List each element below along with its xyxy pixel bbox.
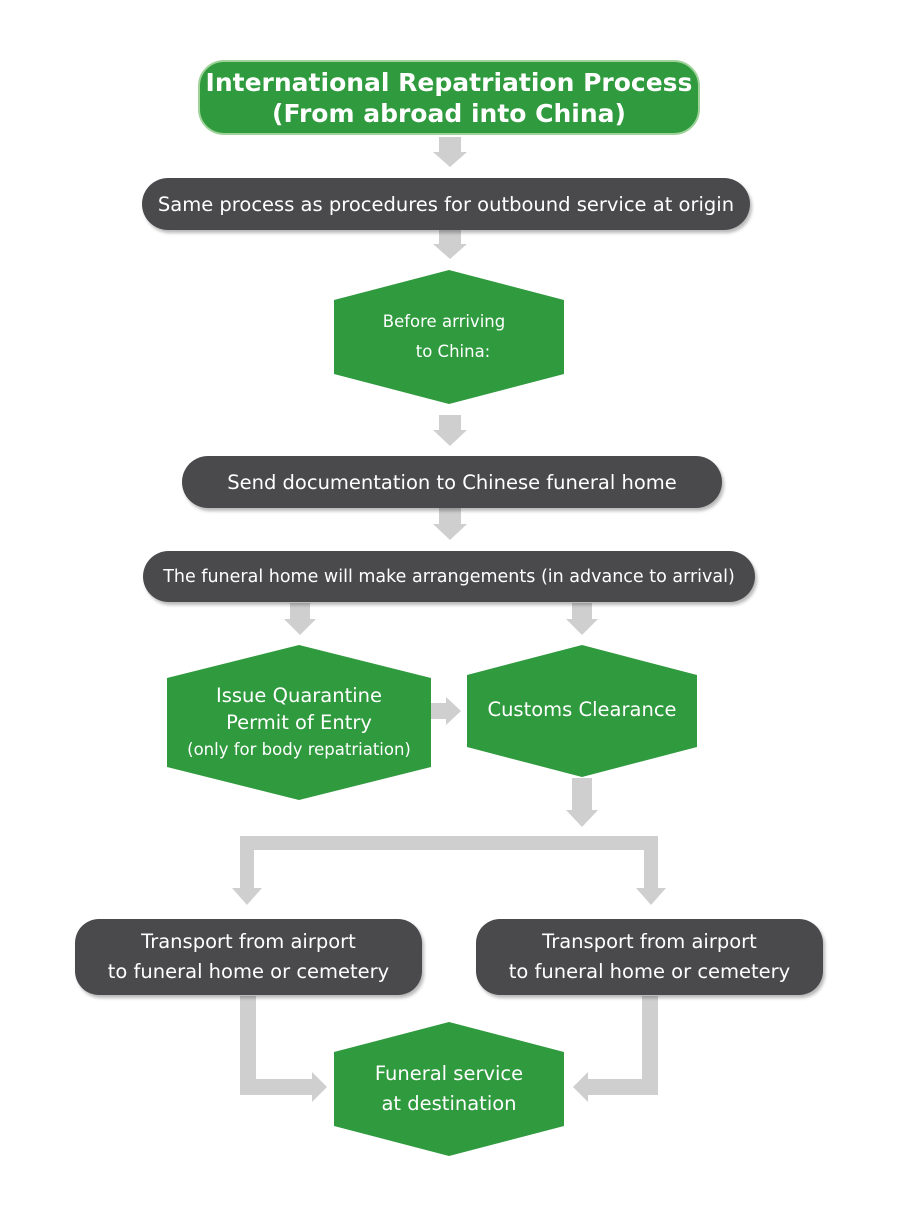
transport-right-line-2: to funeral home or cemetery <box>508 960 791 983</box>
title-banner: International Repatriation Process (From… <box>198 60 700 135</box>
arrow-right-1 <box>430 697 461 725</box>
arrow-down-2 <box>433 230 467 259</box>
step-arrangements: The funeral home will make arrangements … <box>143 551 755 602</box>
step-arrangements-label: The funeral home will make arrangements … <box>163 566 735 587</box>
step-customs-text: Customs Clearance <box>487 698 676 721</box>
customs-label: Customs Clearance <box>487 697 677 721</box>
title-line-1: International Repatriation Process <box>205 67 693 97</box>
arrow-elbow-left <box>240 996 327 1102</box>
before-line-2: to China: <box>415 342 491 361</box>
step-quarantine-text: Issue Quarantine Permit of Entry (only f… <box>187 682 411 763</box>
arrow-down-7 <box>566 778 598 827</box>
quarantine-line-1: Issue Quarantine <box>215 684 383 707</box>
before-line-1: Before arriving <box>382 312 506 331</box>
hexagon-shape <box>334 270 564 404</box>
quarantine-line-2: Permit of Entry <box>226 711 372 734</box>
funeral-line-1: Funeral service <box>374 1062 524 1085</box>
funeral-line-2: at destination <box>381 1092 517 1115</box>
arrow-elbow-right <box>573 996 658 1102</box>
title-line-2: (From abroad into China) <box>272 98 626 128</box>
arrow-down-1 <box>433 137 467 167</box>
step-origin: Same process as procedures for outbound … <box>142 178 750 230</box>
arrow-down-5 <box>284 603 316 635</box>
split-bar <box>240 836 658 850</box>
arrow-down-right-branch <box>636 836 666 905</box>
step-funeral-text: Funeral service at destination <box>375 1059 523 1119</box>
step-transport-right: Transport from airport to funeral home o… <box>476 919 823 995</box>
step-before-text: Before arriving to China: <box>383 307 505 367</box>
step-send-label: Send documentation to Chinese funeral ho… <box>227 470 677 494</box>
step-quarantine: Issue Quarantine Permit of Entry (only f… <box>167 645 431 800</box>
step-transport-left: Transport from airport to funeral home o… <box>75 919 422 995</box>
step-send-documentation: Send documentation to Chinese funeral ho… <box>182 456 722 508</box>
transport-right-line-1: Transport from airport <box>542 930 757 953</box>
arrow-down-4 <box>433 508 467 540</box>
arrow-down-6 <box>566 603 598 635</box>
quarantine-line-3: (only for body repatriation) <box>187 740 411 759</box>
transport-left-line-2: to funeral home or cemetery <box>107 960 390 983</box>
transport-left-line-1: Transport from airport <box>141 930 356 953</box>
hexagon-shape <box>167 645 431 800</box>
hexagon-shape <box>334 1022 564 1156</box>
step-customs: Customs Clearance <box>467 645 697 777</box>
step-before-arriving: Before arriving to China: <box>334 270 564 404</box>
arrow-down-left-branch <box>232 836 262 905</box>
step-origin-label: Same process as procedures for outbound … <box>157 192 735 216</box>
hexagon-shape <box>467 645 697 777</box>
arrow-down-3 <box>433 415 467 446</box>
step-funeral-service: Funeral service at destination <box>334 1022 564 1156</box>
